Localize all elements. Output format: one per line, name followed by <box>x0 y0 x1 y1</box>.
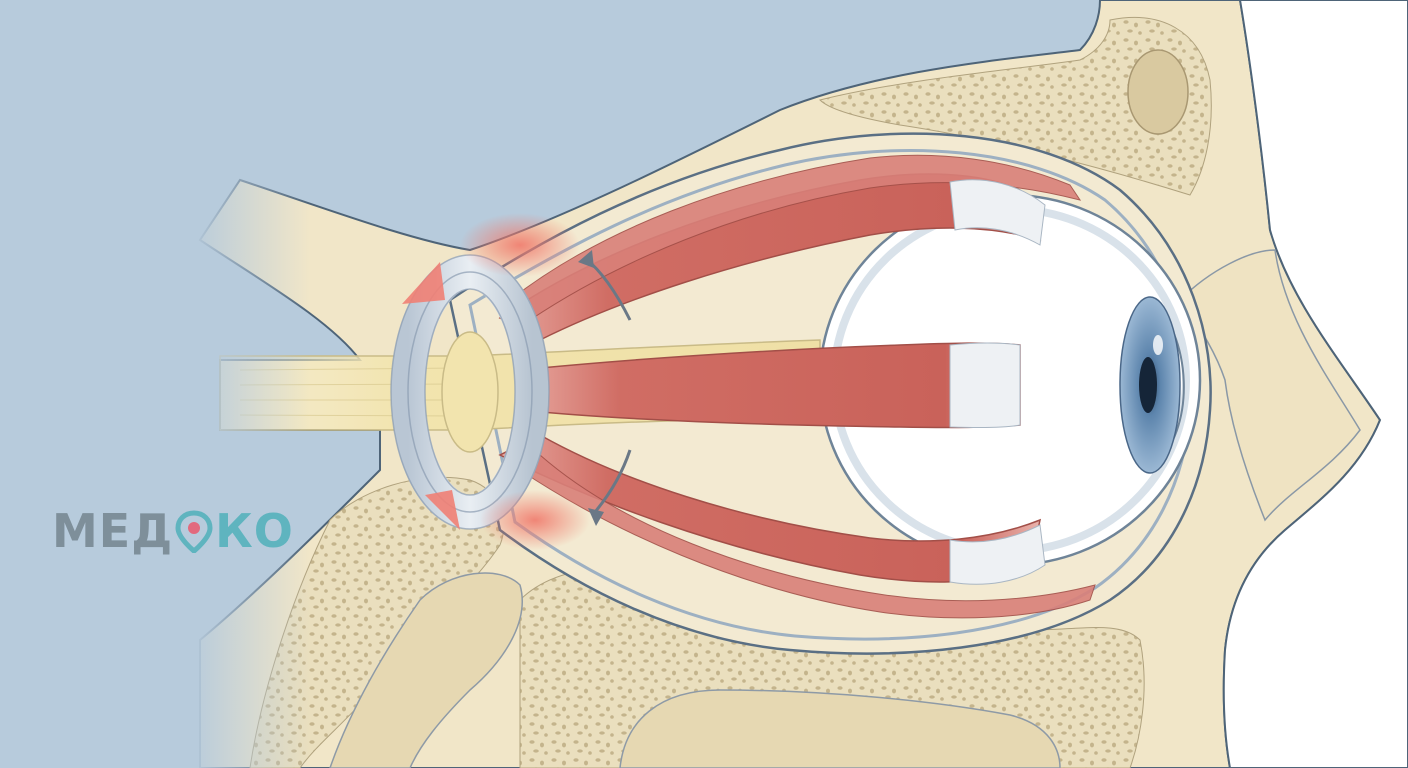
annulus-of-zinn <box>390 254 550 530</box>
optic-canal <box>441 331 499 453</box>
left-fade <box>190 150 310 768</box>
pupil-highlight <box>1153 335 1163 355</box>
arrow-head-upper <box>578 250 594 268</box>
sphenoid-sinus <box>329 572 523 768</box>
arrow-head-lower <box>588 508 604 526</box>
levator-muscle <box>509 154 1082 321</box>
inferior-tendon-insertion <box>949 524 1046 585</box>
compression-arrow-lower <box>425 490 460 530</box>
maxillary-sinus <box>619 689 1061 768</box>
location-pin-icon <box>174 509 214 553</box>
medoko-logo: МЕД КО <box>52 508 294 554</box>
nasal-bone <box>1179 249 1361 522</box>
pupil <box>1139 357 1157 413</box>
superior-tendon-insertion <box>949 179 1046 246</box>
logo-text-right: КО <box>215 504 294 558</box>
lateral-rectus-tendon <box>949 342 1021 429</box>
inferior-oblique-muscle <box>519 454 1096 619</box>
logo-text-left: МЕД <box>52 504 174 558</box>
compression-arrow-upper <box>402 262 445 304</box>
face-profile <box>1222 0 1408 768</box>
frontal-cancellous-bone <box>819 17 1212 196</box>
inflammation-glow-lower <box>480 490 590 550</box>
frontal-sinus <box>1127 49 1189 135</box>
inflammation-glow-upper <box>460 213 580 277</box>
